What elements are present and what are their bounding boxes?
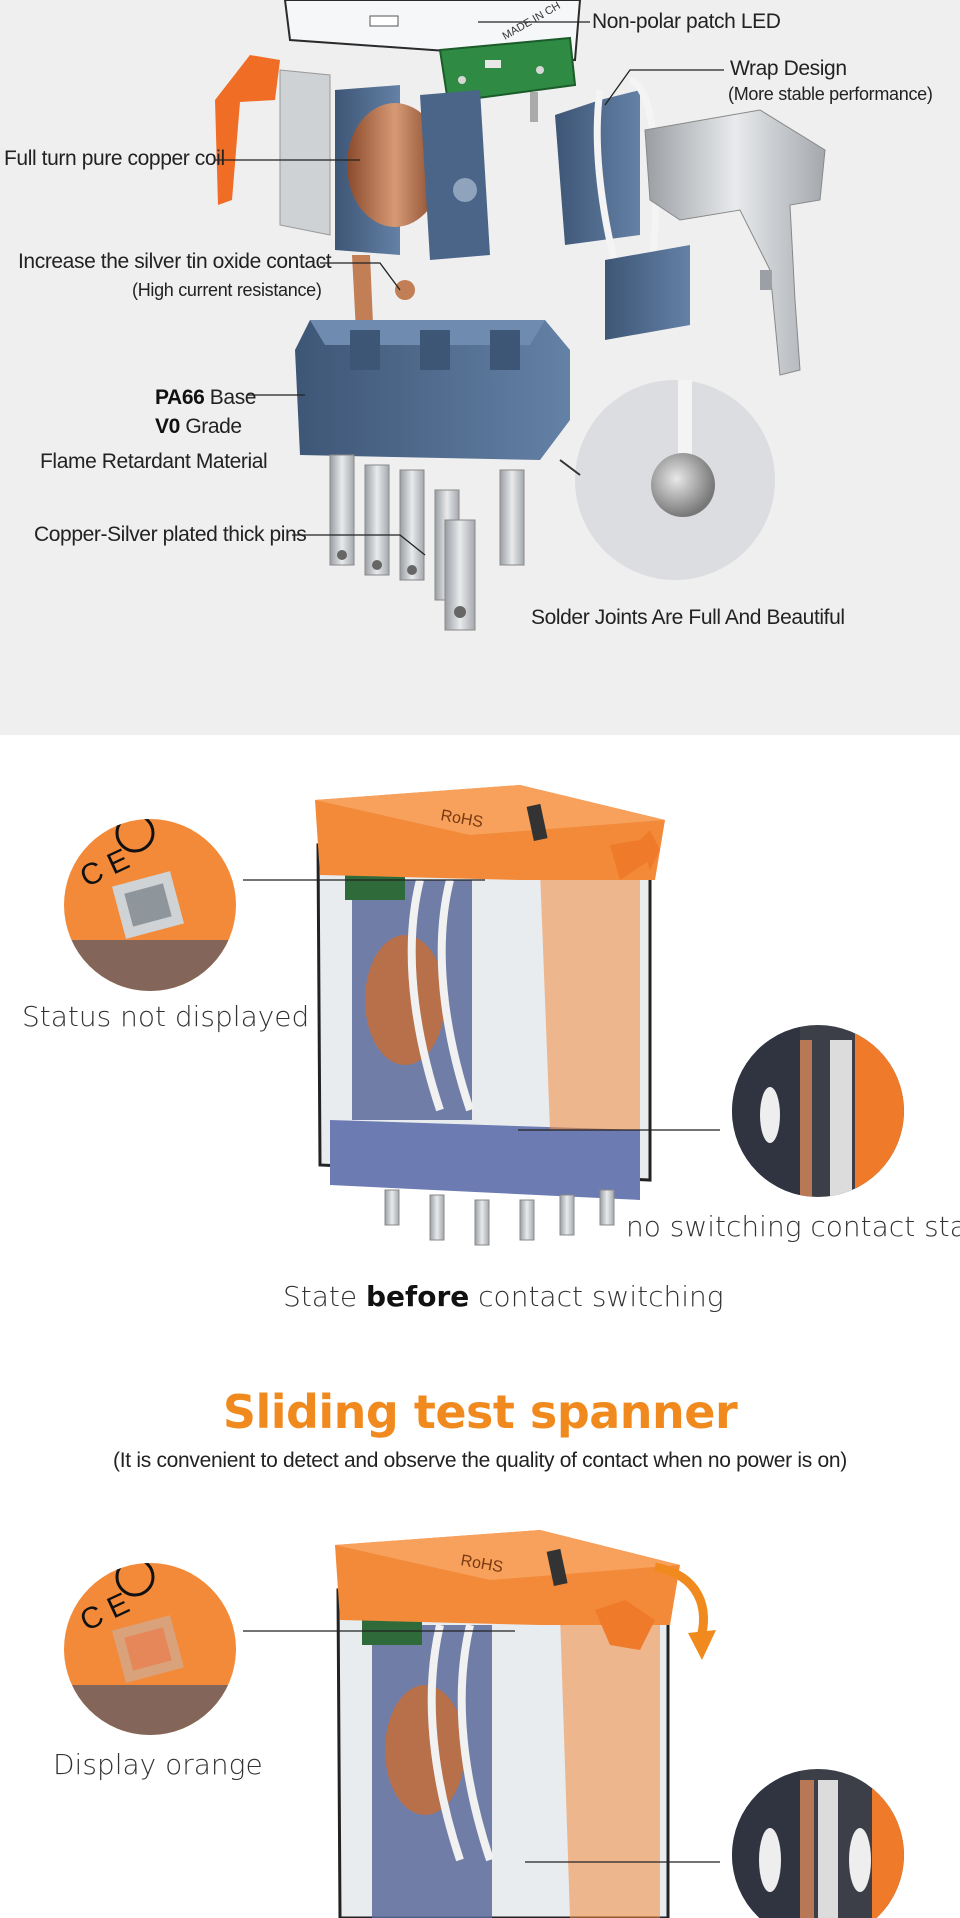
label-solder-joints: Solder Joints Are Full And Beautiful: [531, 606, 845, 629]
label-grade: V0 Grade: [155, 415, 242, 438]
label-led: Non-polar patch LED: [592, 10, 781, 33]
label-copper-coil: Full turn pure copper coil: [4, 147, 225, 170]
orange-lever: [215, 55, 280, 205]
relay-pins: [329, 454, 525, 631]
coil-bobbin: [335, 85, 490, 260]
label-wrap-design: Wrap Design: [730, 57, 847, 80]
label-display-orange: Display orange: [53, 1748, 263, 1781]
label-pins: Copper-Silver plated thick pins: [34, 523, 307, 546]
label-contact: Increase the silver tin oxide contact: [18, 250, 332, 273]
section-subtitle: (It is convenient to detect and observe …: [113, 1449, 847, 1472]
label-contact-note: (High current resistance): [132, 280, 322, 300]
exploded-relay-illustration: MADE IN CH: [214, 0, 826, 631]
label-flame-retardant: Flame Retardant Material: [40, 450, 268, 473]
solder-joint-zoom: [559, 380, 775, 580]
caption-before-switching: State before contact switching: [283, 1280, 724, 1313]
label-no-switching-contact: no switching contact state: [626, 1210, 960, 1243]
leader-lines: [214, 21, 724, 556]
relay-base: [295, 320, 570, 460]
contact-state-section: [0, 735, 960, 1918]
metal-frame: [644, 109, 826, 376]
label-status-not-displayed: Status not displayed: [22, 1000, 310, 1033]
perforated-plate: [279, 69, 331, 236]
label-wrap-note: (More stable performance): [728, 84, 933, 104]
label-base: PA66 Base: [155, 386, 257, 409]
section-title: Sliding test spanner: [222, 1385, 738, 1439]
